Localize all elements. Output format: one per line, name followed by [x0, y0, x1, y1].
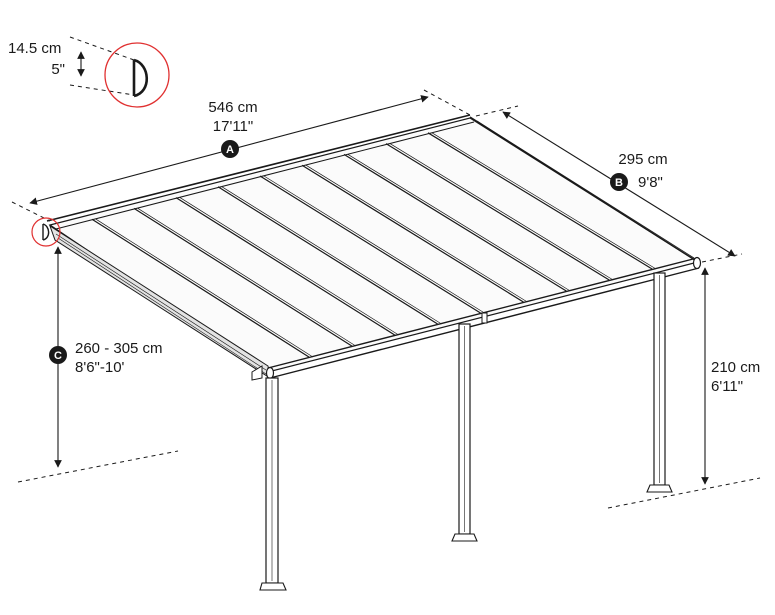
gutter-bracket — [251, 365, 263, 381]
gutter-joint — [481, 312, 488, 324]
profile-gutter-shape — [132, 58, 149, 98]
post-right — [646, 272, 673, 493]
post-middle — [451, 323, 478, 542]
panel-seam — [133, 207, 353, 347]
dimension-width: 546 cm 17'11" A — [11, 89, 471, 222]
dimension-post-height: 210 cm 6'11" — [607, 267, 760, 509]
dimension-depth: 295 cm B 9'8" — [475, 105, 743, 263]
gutter-end-right — [692, 256, 702, 270]
badge-a — [221, 140, 239, 158]
panel-seam — [91, 218, 310, 358]
panel-seam — [175, 197, 396, 336]
corner-highlight-circle — [31, 217, 61, 247]
badge-c — [49, 346, 67, 364]
post-height-imperial: 6'11" — [711, 378, 743, 395]
gutter-end-left — [265, 366, 275, 380]
posts — [259, 272, 673, 591]
depth-imperial: 9'8" — [638, 174, 663, 191]
badge-a-label: A — [226, 144, 234, 156]
profile-highlight-circle — [104, 42, 170, 108]
badge-c-label: C — [54, 350, 62, 362]
wall-height-imperial: 8'6"-10' — [75, 359, 125, 376]
post-height-metric: 210 cm — [711, 359, 760, 376]
width-metric: 546 cm — [208, 99, 257, 116]
depth-metric: 295 cm — [618, 151, 667, 168]
profile-metric: 14.5 cm — [8, 40, 61, 57]
width-imperial: 17'11" — [213, 118, 253, 135]
wall-height-metric: 260 - 305 cm — [75, 340, 163, 357]
post-left — [259, 377, 287, 591]
badge-b — [610, 173, 628, 191]
dimension-wall-height: C 260 - 305 cm 8'6"-10' — [17, 246, 179, 483]
panel-seam — [217, 186, 438, 325]
roof-surface — [48, 117, 700, 373]
panel-seam — [179, 197, 399, 336]
badge-b-label: B — [615, 177, 623, 189]
profile-detail: 14.5 cm 5" — [8, 36, 170, 247]
panel-seam — [221, 186, 442, 325]
panel-seam — [95, 218, 314, 358]
profile-imperial: 5" — [51, 61, 65, 78]
panel-seam — [137, 208, 356, 347]
